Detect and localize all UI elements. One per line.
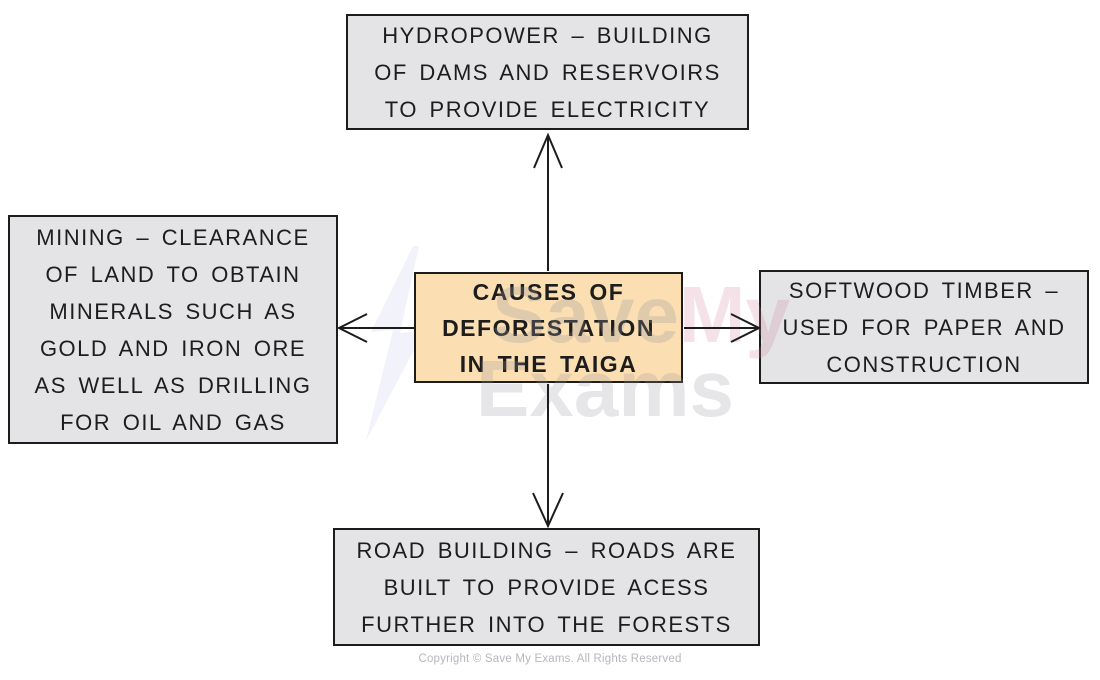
- arrow-left-icon: [336, 313, 414, 343]
- arrow-down-icon: [532, 384, 564, 529]
- arrow-right-icon: [684, 313, 762, 343]
- mining-box: MINING – CLEARANCE OF LAND TO OBTAIN MIN…: [8, 215, 338, 444]
- softwood-timber-box: SOFTWOOD TIMBER – USED FOR PAPER AND CON…: [759, 270, 1089, 384]
- hydropower-box: HYDROPOWER – BUILDING OF DAMS AND RESERV…: [346, 14, 749, 130]
- causes-center-box: CAUSES OF DEFORESTATION IN THE TAIGA: [414, 272, 683, 383]
- arrow-up-icon: [533, 132, 563, 271]
- road-building-box: ROAD BUILDING – ROADS ARE BUILT TO PROVI…: [333, 528, 760, 646]
- copyright-text: Copyright © Save My Exams. All Rights Re…: [418, 653, 682, 665]
